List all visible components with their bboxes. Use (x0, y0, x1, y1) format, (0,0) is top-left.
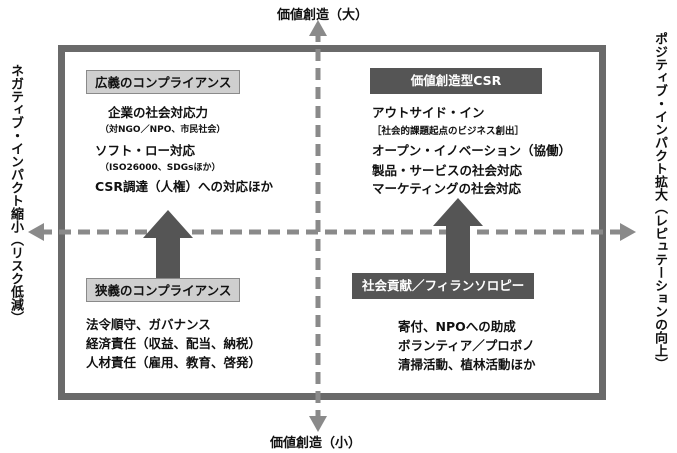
list-item: 清掃活動、植林活動ほか (398, 357, 536, 372)
list-item: ボランティア／プロボノ (398, 338, 535, 353)
list-item: CSR調達（人権）への対応ほか (95, 179, 274, 194)
quadrant-bottom-right-title: 社会貢献／フィランソロピー (352, 273, 535, 299)
block-arrow-right-icon (433, 198, 483, 280)
block-arrow-left-icon (143, 210, 193, 288)
list-item: ［社会的課題起点のビジネス創出］ (372, 126, 525, 137)
list-item: 企業の社会対応力 (108, 105, 209, 120)
list-item: オープン・イノベーション（協働） (372, 143, 572, 158)
list-item: マーケティングの社会対応 (372, 181, 522, 196)
axis-bottom-label: 価値創造（小） (270, 436, 362, 451)
list-item: 人材責任（雇用、教育、啓発） (86, 355, 262, 370)
matrix-frame (58, 45, 606, 400)
list-item: ソフト・ロー対応 (95, 143, 196, 158)
arrow-down-icon (309, 416, 327, 432)
arrow-left-icon (28, 223, 44, 241)
list-item: 寄付、NPOへの助成 (398, 319, 516, 334)
list-item: アウトサイド・イン (372, 105, 485, 120)
list-item: （ISO26000、SDGsほか） (100, 163, 221, 173)
list-item: 経済責任（収益、配当、納税） (86, 336, 262, 351)
quadrant-bottom-left-title: 狭義のコンプライアンス (86, 278, 241, 302)
axis-top-label: 価値創造（大） (277, 8, 369, 23)
quadrant-top-right-title: 価値創造型CSR (370, 68, 542, 94)
list-item: 法令順守、ガバナンス (86, 317, 211, 332)
list-item: 製品・サービスの社会対応 (372, 163, 523, 178)
arrow-right-icon (620, 223, 636, 241)
arrow-up-icon (309, 20, 327, 36)
axis-right-label: ポジティブ・インパクト拡大（レピュテーションの向上） (652, 32, 667, 370)
quadrant-top-left-title: 広義のコンプライアンス (86, 70, 241, 94)
axis-left-label: ネガティブ・インパクト縮小（リスク低減） (8, 64, 23, 324)
list-item: （対NGO／NPO、市民社会） (100, 125, 226, 135)
